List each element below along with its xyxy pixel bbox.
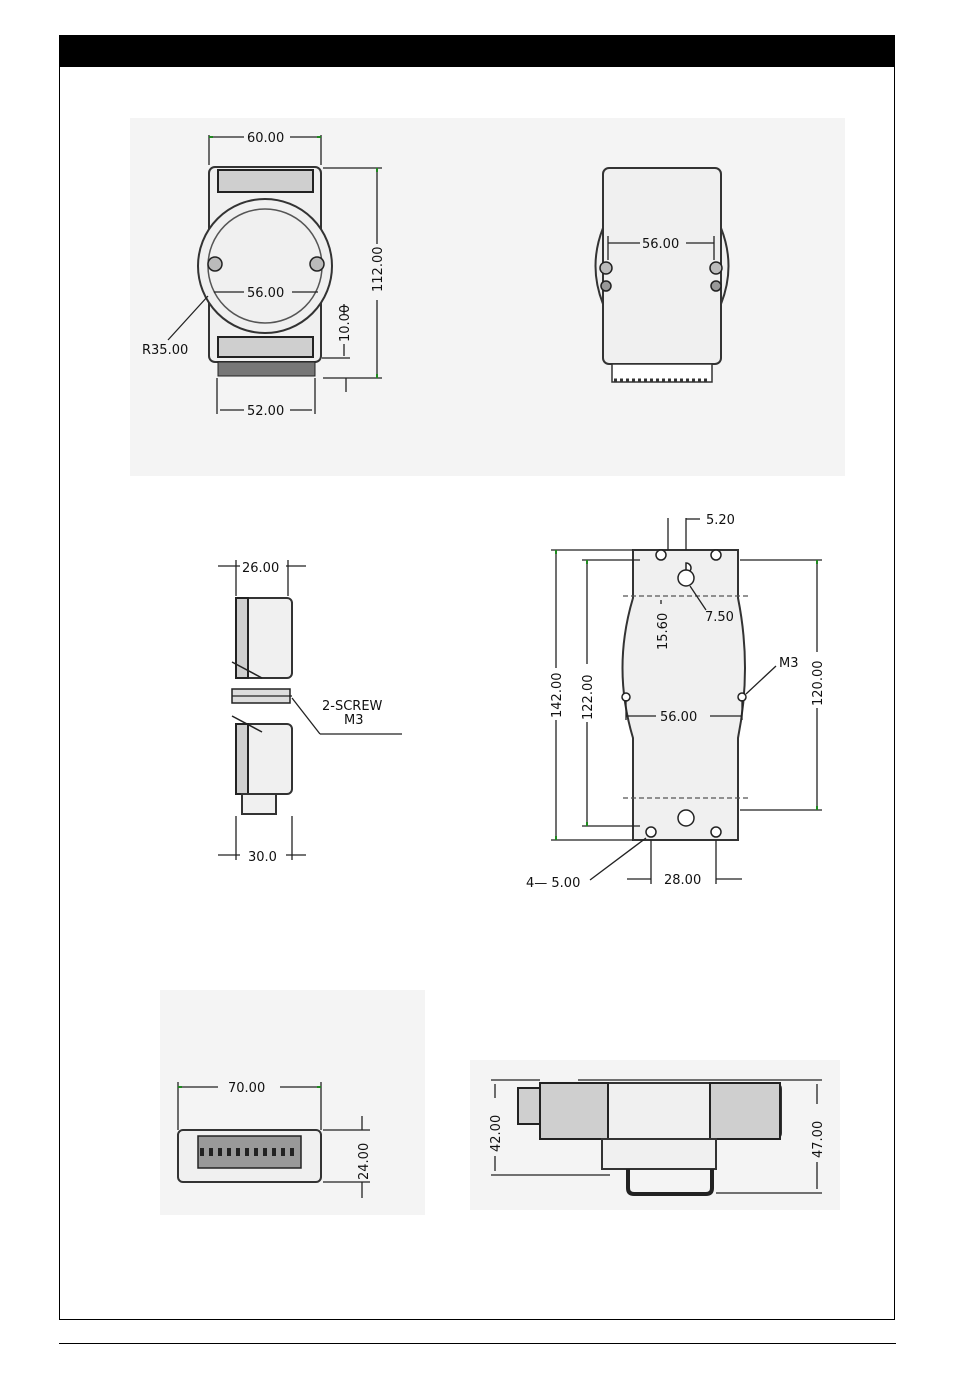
front-hole-spacing: 56.00 [247, 286, 284, 301]
front-edge: 10.00 [338, 305, 353, 342]
side-view: 26.00 30.0 2-SCREW M3 [218, 560, 402, 865]
mount-body-height: 120.00 [811, 661, 826, 707]
mount-view: 5.20 7.50 15.60 142.00 122.00 120.00 M3 … [526, 513, 826, 891]
front-width-top: 60.00 [247, 131, 284, 146]
side-screw-label-1: 2-SCREW [322, 699, 383, 714]
front-width-bottom: 52.00 [247, 404, 284, 419]
rail-height-a: 42.00 [489, 1115, 504, 1152]
front-view: 60.00 56.00 112.00 10.00 R35.00 52.00 [142, 131, 386, 419]
rail-view: 42.00 47.00 [470, 1060, 840, 1210]
footer-rule [59, 1343, 896, 1344]
mount-slot-offset: 15.60 [656, 613, 671, 650]
mount-hole-height: 122.00 [581, 675, 596, 721]
front-radius: R35.00 [142, 343, 188, 358]
bottom-width: 70.00 [228, 1081, 265, 1096]
side-depth-bottom: 30.0 [248, 850, 277, 865]
side-depth-top: 26.00 [242, 561, 279, 576]
mount-slot-width: 5.20 [706, 513, 735, 528]
mount-total-height: 142.00 [550, 673, 565, 719]
mount-holes: 4— 5.00 [526, 876, 580, 891]
mount-slot-dia: 7.50 [705, 610, 734, 625]
rail-height-b: 47.00 [811, 1121, 826, 1158]
mount-screw: M3 [779, 656, 799, 671]
side-screw-label-2: M3 [344, 713, 364, 728]
bottom-height: 24.00 [357, 1143, 372, 1180]
mount-screw-spacing: 56.00 [660, 710, 697, 725]
bottom-view: 70.00 24.00 [160, 990, 425, 1215]
front-height: 112.00 [371, 247, 386, 293]
back-hole-spacing: 56.00 [642, 237, 679, 252]
mount-hole-offset: 28.00 [664, 873, 701, 888]
back-view: 56.00 [596, 168, 729, 382]
